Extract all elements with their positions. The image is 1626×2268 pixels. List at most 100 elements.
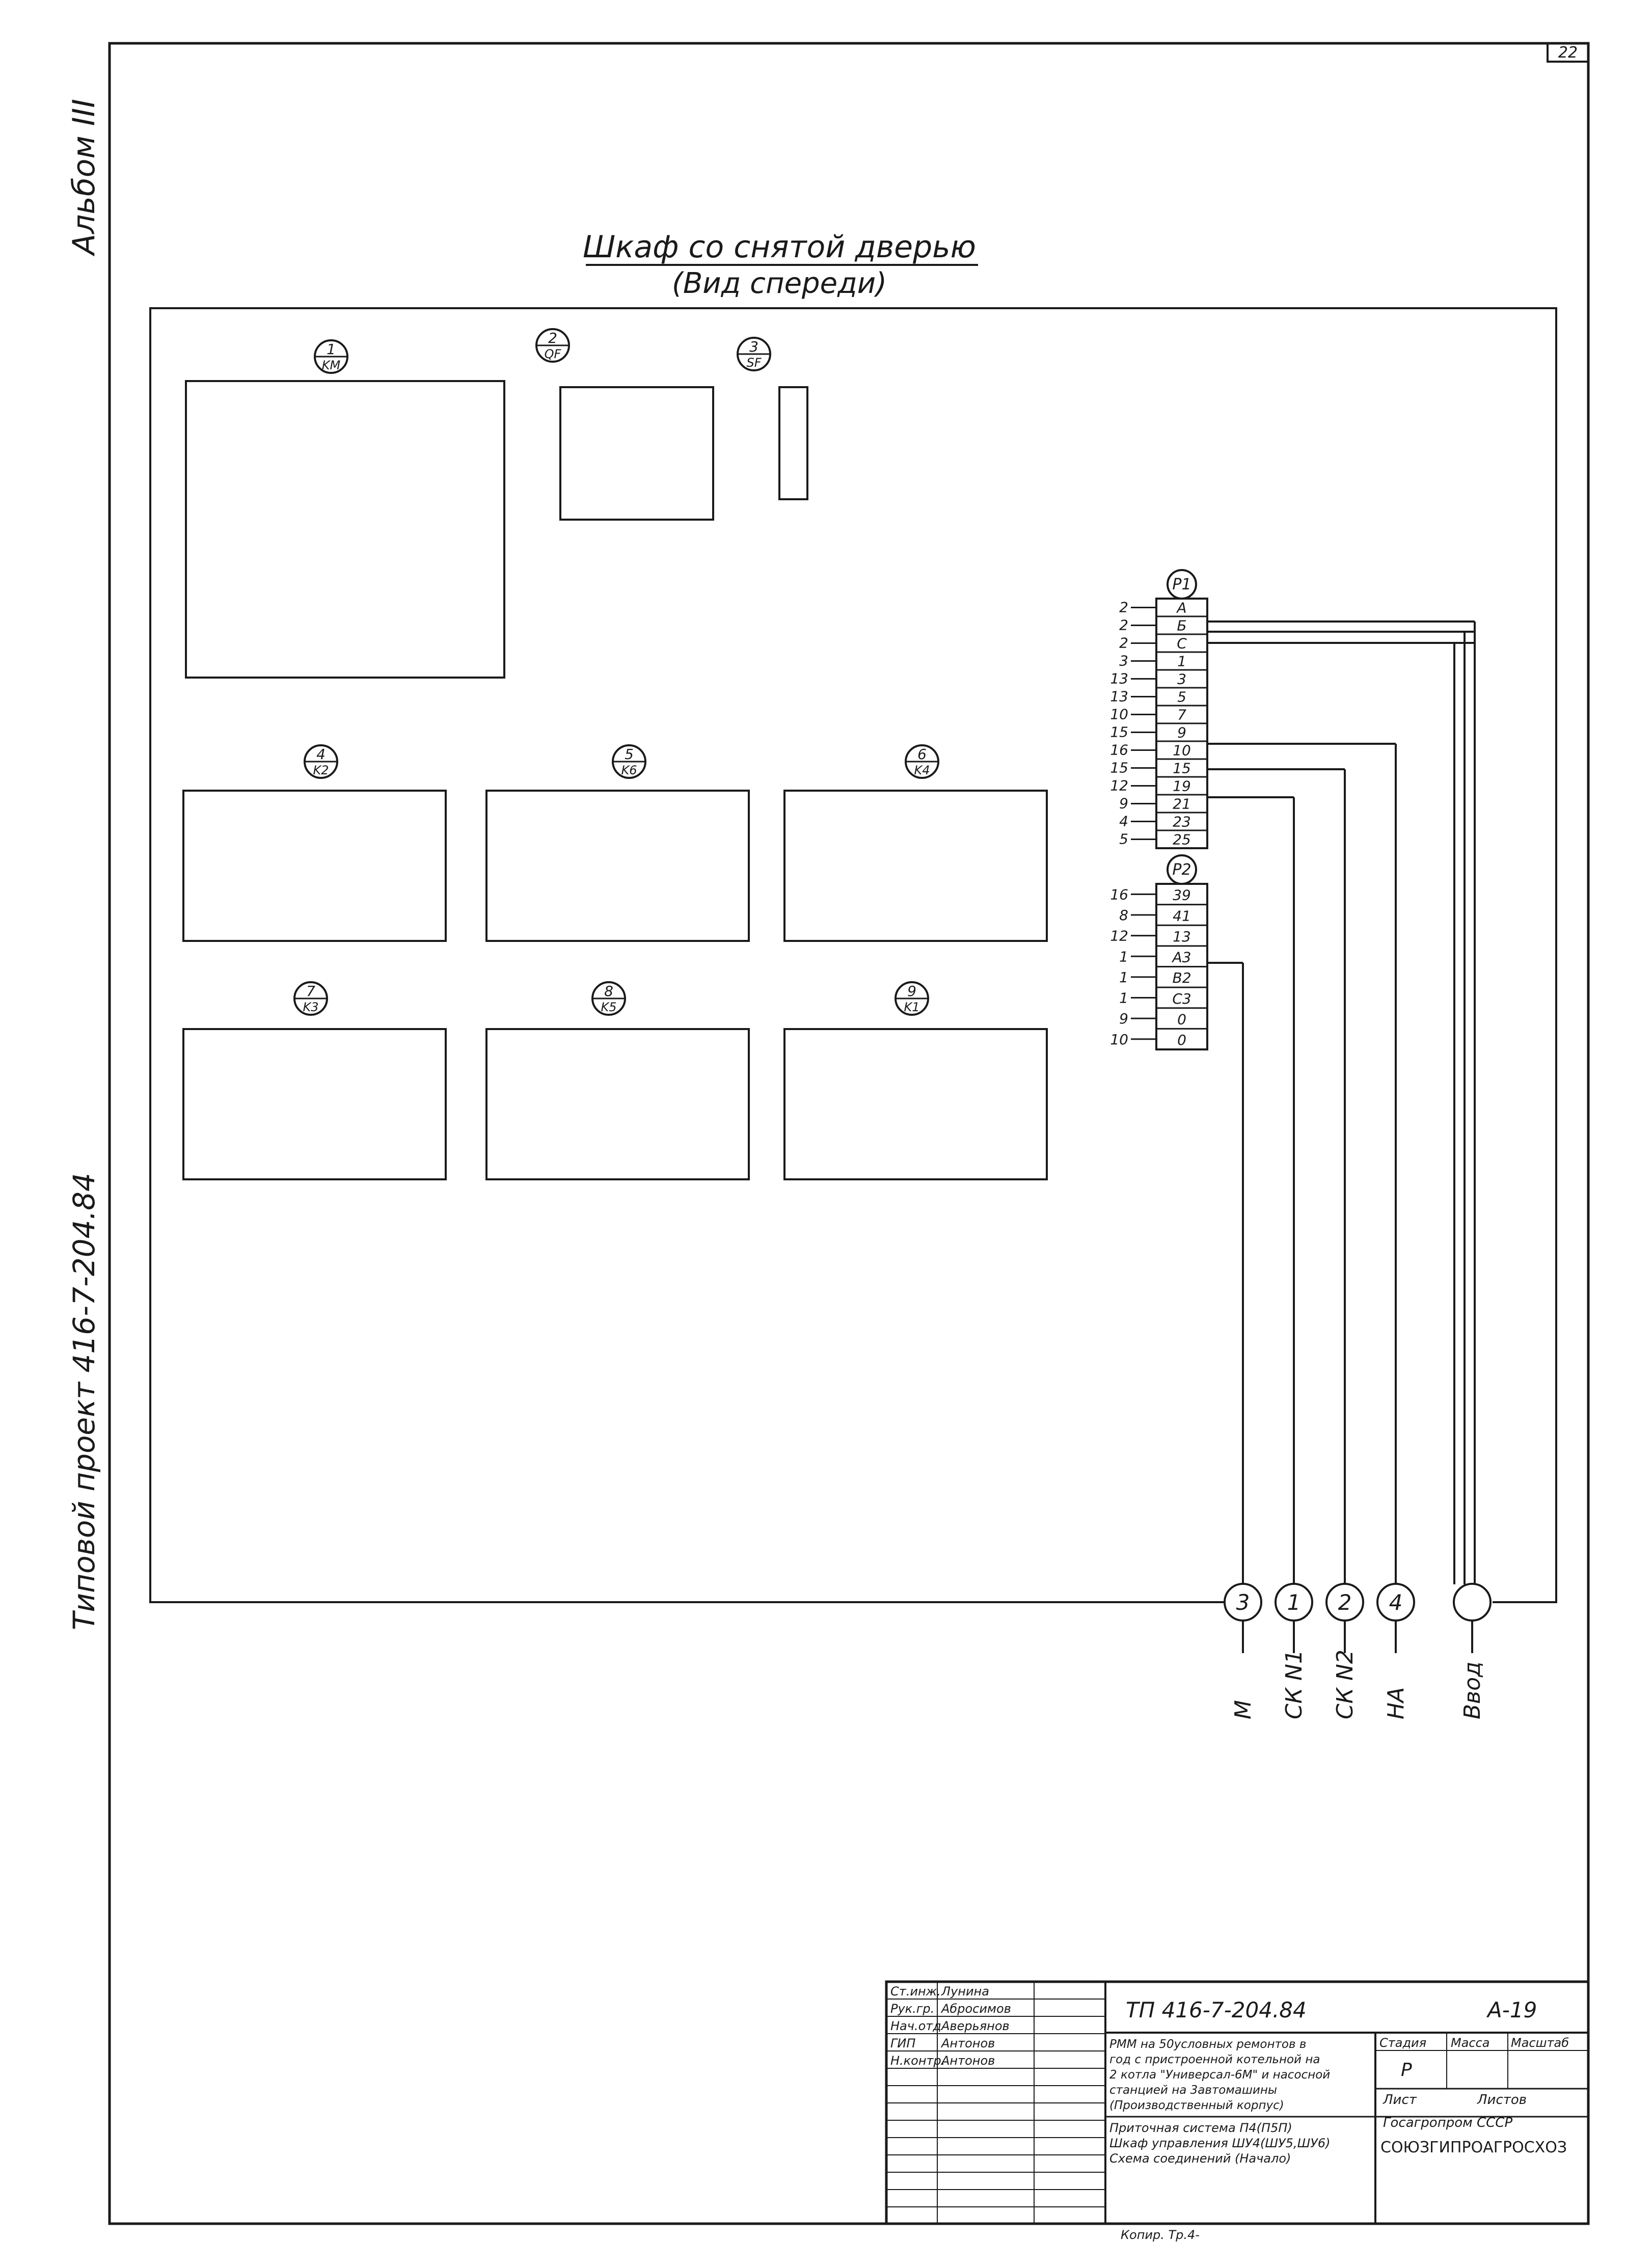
device-type: K3 xyxy=(303,1000,318,1014)
device-balloon-2: 2QF xyxy=(535,328,570,363)
device-number: 4 xyxy=(316,746,326,763)
device-number: 1 xyxy=(327,341,336,358)
sheet-number-box xyxy=(1547,42,1589,63)
terminal-cell-text: 41 xyxy=(1173,907,1191,924)
terminal-wire-number: 10 xyxy=(1110,706,1128,722)
title-block-subject: Приточная система П4(П5П) xyxy=(1109,2121,1292,2135)
device-type: K6 xyxy=(621,763,637,777)
title-block-desc: год с пристроенной котельной на xyxy=(1109,2053,1320,2066)
terminal-label-text: P1 xyxy=(1172,576,1191,593)
title-block-org1: Госагропром СССР xyxy=(1383,2115,1512,2130)
terminal-wire-number: 8 xyxy=(1119,907,1128,924)
device-8-body xyxy=(485,1028,750,1180)
device-type: K4 xyxy=(914,763,930,777)
terminal-label-text: P2 xyxy=(1172,861,1191,879)
terminal-wire-number: 1 xyxy=(1119,948,1128,965)
terminal-wire-number: 12 xyxy=(1110,777,1128,794)
terminal-cell-text: 25 xyxy=(1173,831,1191,848)
device-3-body xyxy=(778,386,808,500)
cabinet-outline xyxy=(149,307,1557,1603)
sheet-number: 22 xyxy=(1558,44,1578,62)
terminal-cell: B21 xyxy=(1119,966,1207,986)
device-number: 6 xyxy=(917,746,927,763)
title-block-mass-header: Масса xyxy=(1451,2036,1490,2050)
output-terminal: 3M xyxy=(1224,1583,1262,1719)
device-type: K1 xyxy=(904,1000,919,1014)
title-block-role: Ст.инж. xyxy=(890,1984,941,1999)
terminal-cell-text: C3 xyxy=(1172,990,1191,1007)
terminal-cell: C31 xyxy=(1119,986,1207,1007)
terminal-cell-text: 23 xyxy=(1173,813,1191,830)
device-6-body xyxy=(783,790,1048,942)
device-balloon-circle xyxy=(591,981,626,1016)
device-balloon-5: 5K6 xyxy=(612,744,646,779)
device-balloon-circle xyxy=(905,744,939,779)
album-label: Альбом III xyxy=(66,99,102,257)
terminal-cell-text: Б xyxy=(1177,617,1186,634)
output-label: СК N2 xyxy=(1332,1650,1358,1719)
terminal-wire-number: 1 xyxy=(1119,969,1128,986)
terminal-cell-text: 0 xyxy=(1177,1011,1186,1028)
diagram-title: Шкаф со снятой дверью xyxy=(583,229,976,265)
title-block-sheet-code: А-19 xyxy=(1486,1997,1537,2022)
output-terminal-number: 3 xyxy=(1236,1590,1250,1615)
device-balloon-3: 3SF xyxy=(737,337,771,371)
title-block-role: Рук.гр. xyxy=(890,2002,934,2016)
terminal-cell-text: 39 xyxy=(1173,887,1191,904)
device-balloon-circle xyxy=(895,981,929,1016)
title-block-desc: (Производственный корпус) xyxy=(1109,2099,1284,2112)
terminal-cell-text: 0 xyxy=(1177,1032,1186,1048)
device-balloon-6: 6K4 xyxy=(905,744,939,779)
terminal-wire-number: 16 xyxy=(1110,741,1128,758)
terminal-wire-number: 13 xyxy=(1110,688,1128,705)
device-balloon-circle xyxy=(612,744,646,779)
device-number: 5 xyxy=(625,746,634,763)
title-block-subject: Шкаф управления ШУ4(ШУ5,ШУ6) xyxy=(1109,2136,1331,2150)
terminal-cell-text: 15 xyxy=(1173,760,1191,776)
device-balloon-circle xyxy=(737,337,771,371)
device-balloon-circle xyxy=(304,744,338,779)
device-type: K5 xyxy=(601,1000,616,1014)
output-terminal: 2СК N2 xyxy=(1325,1583,1364,1719)
terminal-cell: 09 xyxy=(1119,1007,1207,1028)
title-block-sheets-label: Листов xyxy=(1477,2092,1527,2108)
title-block-stage: Р xyxy=(1401,2060,1412,2081)
terminal-cell: 3 13 xyxy=(1110,669,1207,687)
terminal-label-p2: P2 xyxy=(1167,854,1197,885)
terminal-cell: 23 4 xyxy=(1119,812,1207,830)
title-block-desc: 2 котла "Универсал-6М" и насосной xyxy=(1109,2068,1330,2082)
output-terminal-number: 1 xyxy=(1287,1590,1301,1615)
terminal-label-p1: P1 xyxy=(1167,569,1197,600)
terminal-wire-number: 2 xyxy=(1119,616,1128,633)
terminal-cell-text: 1 xyxy=(1177,653,1186,669)
terminal-wire-number: 2 xyxy=(1119,634,1128,651)
terminal-wire-number: 5 xyxy=(1119,830,1128,847)
device-number: 2 xyxy=(548,330,557,346)
title-block-name: Лунина xyxy=(941,1984,989,1999)
device-type: KM xyxy=(322,358,341,372)
title-block-name: Аверьянов xyxy=(940,2019,1010,2033)
device-balloon-1: 1KM xyxy=(314,339,348,374)
terminal-cell: A2 xyxy=(1119,598,1207,616)
terminal-wire-number: 13 xyxy=(1110,670,1128,687)
terminal-cell-text: 3 xyxy=(1177,670,1186,687)
terminal-wire-number: 9 xyxy=(1119,1010,1128,1027)
title-block-role: Н.контр. xyxy=(890,2054,945,2068)
output-terminal-number: 4 xyxy=(1389,1590,1403,1615)
terminal-cell: Б2 xyxy=(1119,615,1207,634)
terminal-wire-number: 15 xyxy=(1110,723,1128,740)
terminal-cell: C2 xyxy=(1119,633,1207,652)
device-balloon-circle xyxy=(314,339,348,374)
terminal-cell-text: 19 xyxy=(1173,777,1191,794)
output-label: НА xyxy=(1383,1687,1409,1719)
device-number: 8 xyxy=(604,983,613,1000)
output-label: СК N1 xyxy=(1281,1650,1307,1719)
output-terminal: 4НА xyxy=(1376,1583,1415,1719)
terminal-wire-number: 4 xyxy=(1119,813,1128,829)
project-side-label: Типовой проект 416-7-204.84 xyxy=(67,1173,101,1630)
title-block-name: Антонов xyxy=(940,2054,995,2068)
device-type: K2 xyxy=(313,763,329,777)
